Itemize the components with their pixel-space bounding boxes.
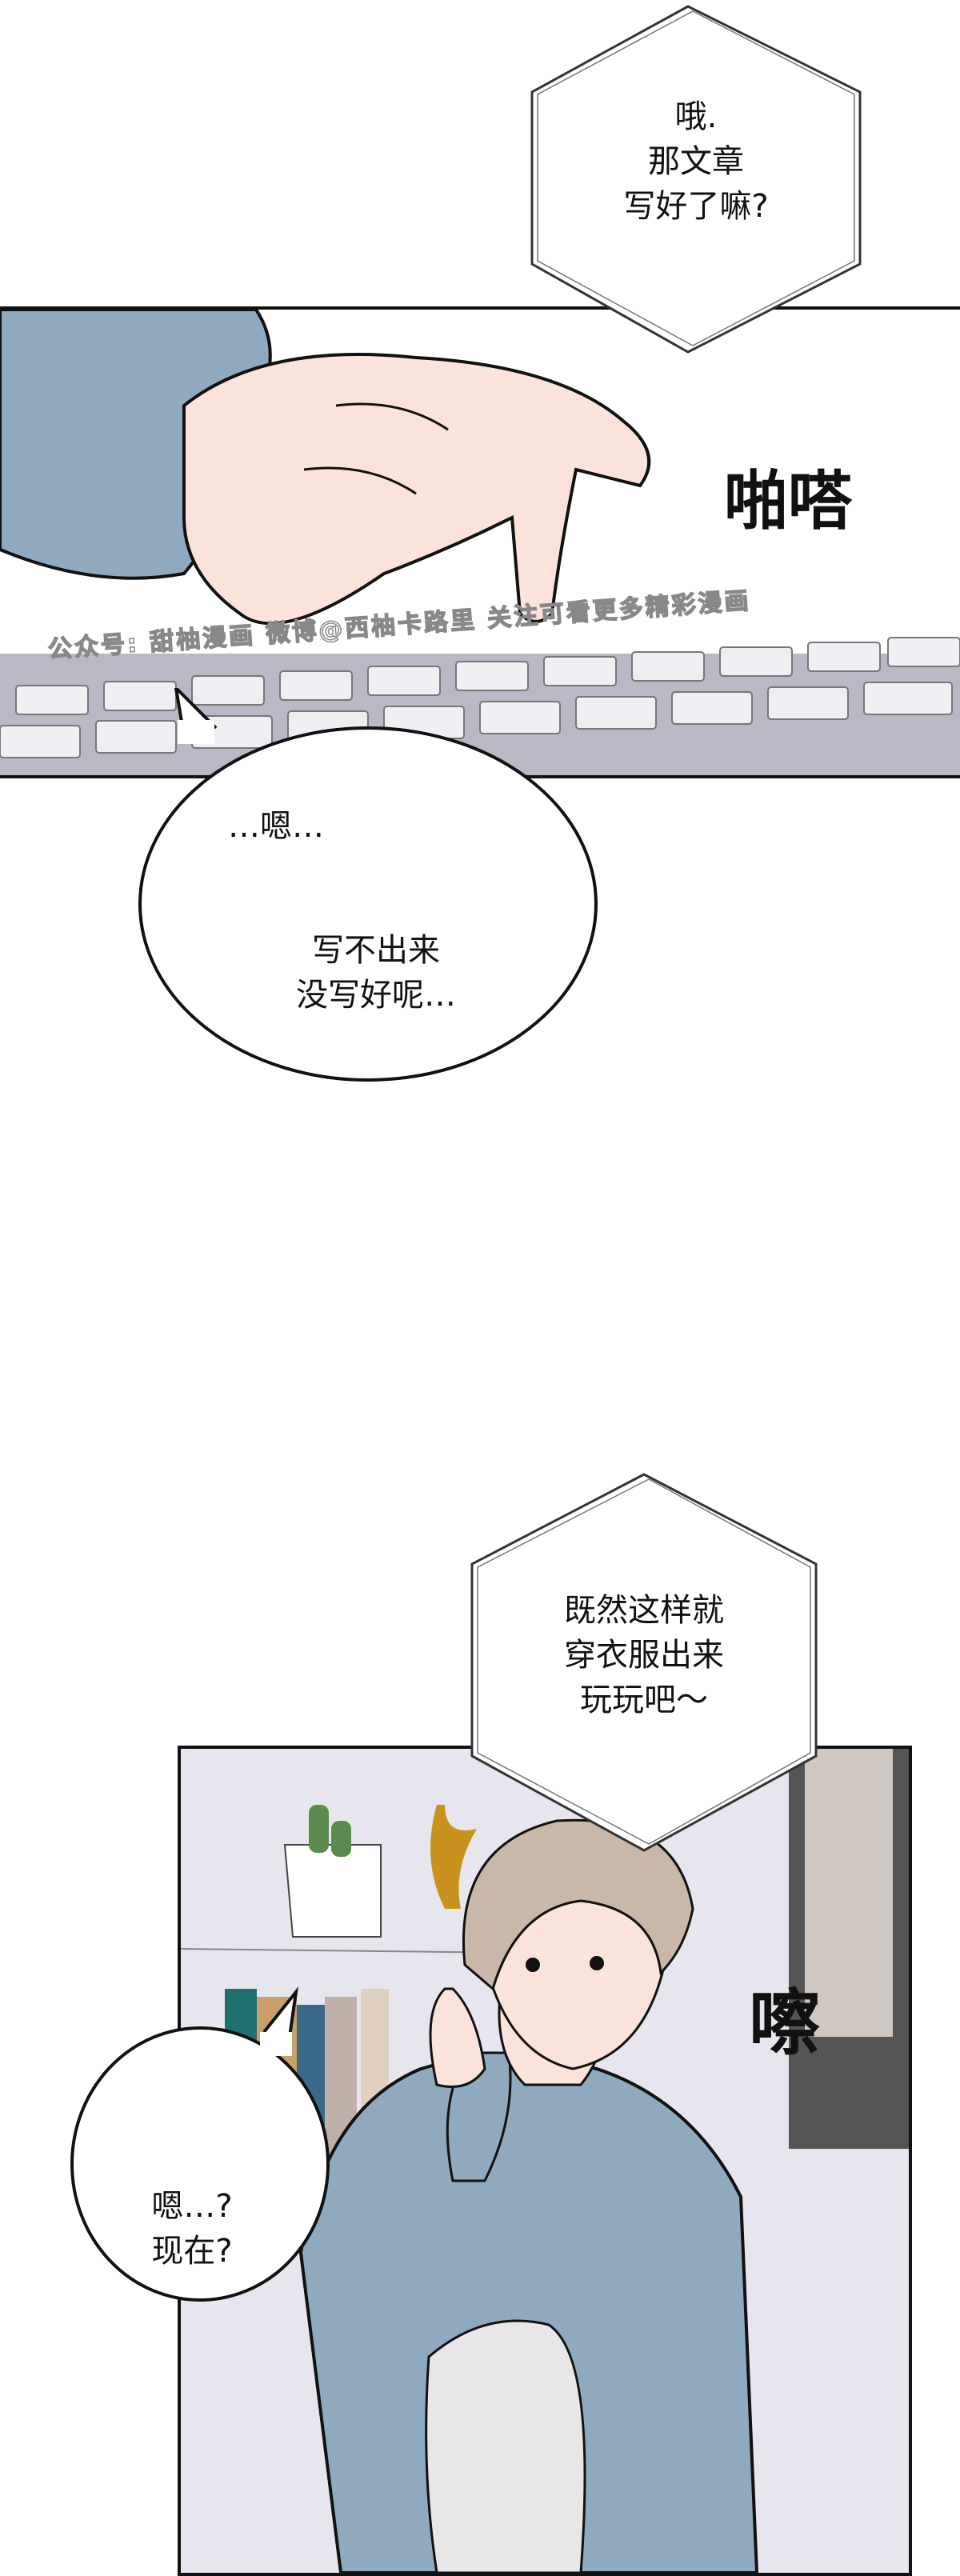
bubble-3-text: 既然这样就 穿衣服出来 玩玩吧～ bbox=[472, 1588, 816, 1722]
speech-bubble-hex-3 bbox=[470, 1473, 818, 1852]
bubble-4-line: 嗯…? bbox=[151, 2188, 233, 2225]
sfx-click: 嚓 bbox=[749, 1981, 821, 2066]
bubble-2-line1: …嗯… bbox=[228, 808, 324, 845]
bubble-2-text: 写不出来 没写好呢… bbox=[240, 928, 512, 1018]
sfx-typing: 啪嗒 bbox=[724, 463, 852, 538]
bubble-1-text: 哦. 那文章 写好了嘛? bbox=[528, 94, 864, 229]
bubble-1-line: 那文章 bbox=[648, 143, 744, 180]
speech-bubble-round-4 bbox=[70, 1986, 330, 2302]
bubble-4-text: 嗯…? 现在? bbox=[104, 2184, 280, 2274]
bubble-2-line: 没写好呢… bbox=[296, 977, 456, 1014]
speech-bubble-round-2 bbox=[138, 688, 598, 1082]
character-illustration bbox=[181, 1749, 909, 2573]
bubble-3-line: 玩玩吧～ bbox=[580, 1682, 708, 1718]
bubble-3-line: 既然这样就 bbox=[564, 1592, 724, 1629]
bubble-1-line: 写好了嘛? bbox=[623, 188, 769, 225]
bubble-4-line: 现在? bbox=[151, 2233, 233, 2270]
speech-bubble-hex-1 bbox=[530, 5, 862, 354]
bubble-1-line: 哦. bbox=[674, 98, 718, 135]
bubble-3-line: 穿衣服出来 bbox=[564, 1637, 724, 1674]
bubble-2-line: 写不出来 bbox=[312, 932, 440, 969]
